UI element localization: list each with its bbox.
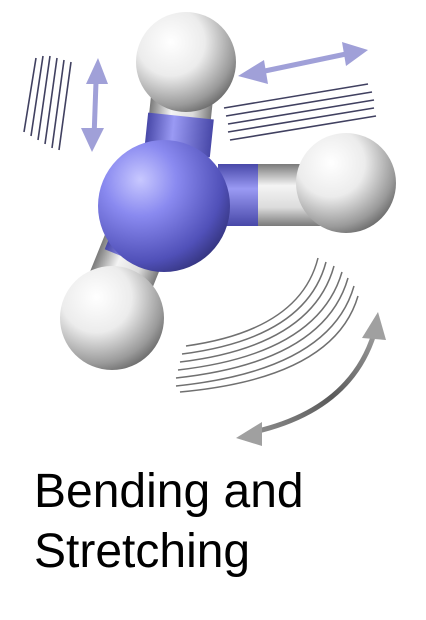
curved-motion-lines — [175, 257, 359, 393]
atoms — [60, 12, 396, 370]
caption-line-1: Bending and — [34, 465, 304, 518]
bend-curved-double-arrow — [236, 312, 386, 446]
nitrogen-atom — [98, 140, 230, 272]
hydrogen-atom-top — [136, 12, 236, 112]
stretch-double-arrow — [238, 42, 368, 84]
diagram-caption: Bending and Stretching — [34, 462, 304, 582]
left-motion-lines — [23, 55, 72, 151]
hydrogen-atom-bottom — [60, 266, 164, 370]
vertical-double-arrow — [81, 58, 108, 152]
right-motion-lines — [223, 83, 377, 141]
caption-line-2: Stretching — [34, 525, 251, 578]
hydrogen-atom-right — [296, 133, 396, 233]
molecule-vibration-diagram — [23, 12, 396, 446]
